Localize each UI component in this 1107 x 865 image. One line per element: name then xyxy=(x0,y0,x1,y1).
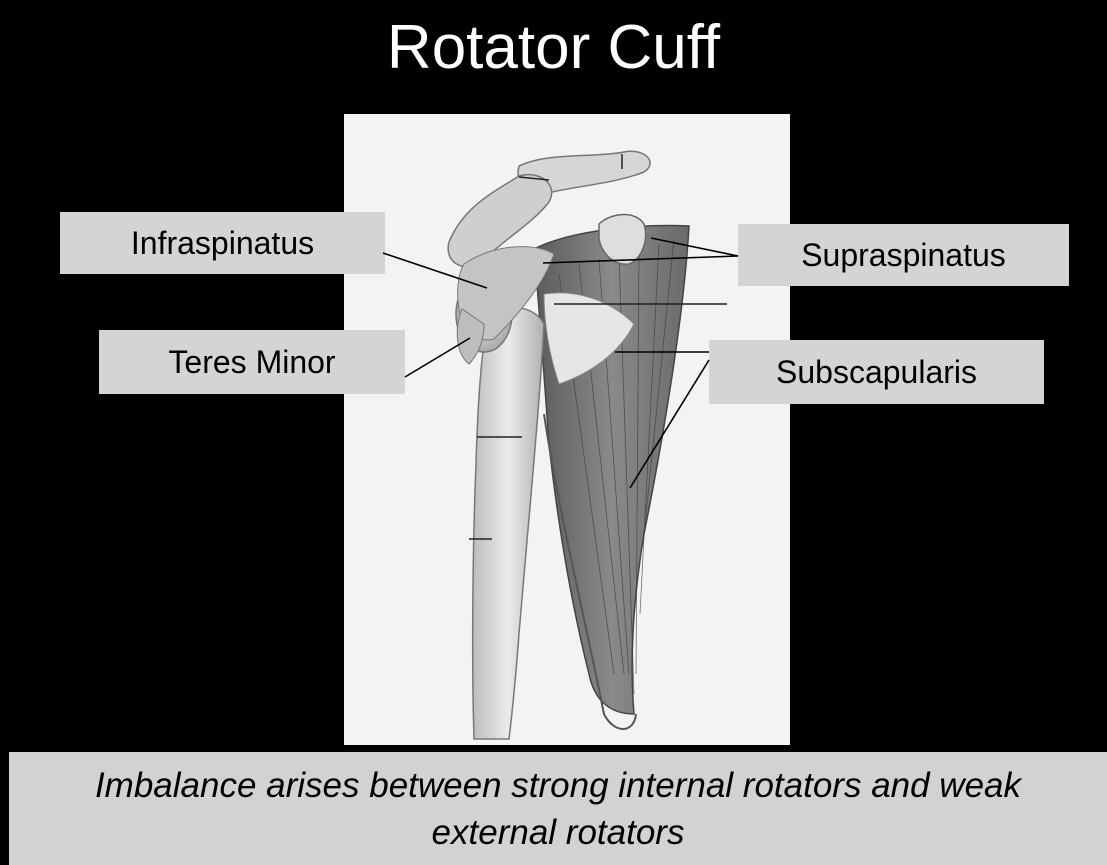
label-supraspinatus-text: Supraspinatus xyxy=(801,237,1006,274)
shoulder-anatomy-drawing xyxy=(344,114,790,745)
caption-box: Imbalance arises between strong internal… xyxy=(9,752,1107,865)
shoulder-anatomy-illustration xyxy=(344,114,790,745)
label-supraspinatus: Supraspinatus xyxy=(738,224,1069,286)
label-teres-minor: Teres Minor xyxy=(99,330,405,394)
humerus-shape xyxy=(473,307,544,739)
label-infraspinatus-text: Infraspinatus xyxy=(131,225,314,262)
label-infraspinatus: Infraspinatus xyxy=(60,212,385,274)
label-subscapularis-text: Subscapularis xyxy=(776,354,977,391)
label-subscapularis: Subscapularis xyxy=(709,340,1044,404)
caption-text: Imbalance arises between strong internal… xyxy=(58,762,1058,856)
slide-title: Rotator Cuff xyxy=(0,8,1107,88)
label-teres-minor-text: Teres Minor xyxy=(168,344,335,381)
